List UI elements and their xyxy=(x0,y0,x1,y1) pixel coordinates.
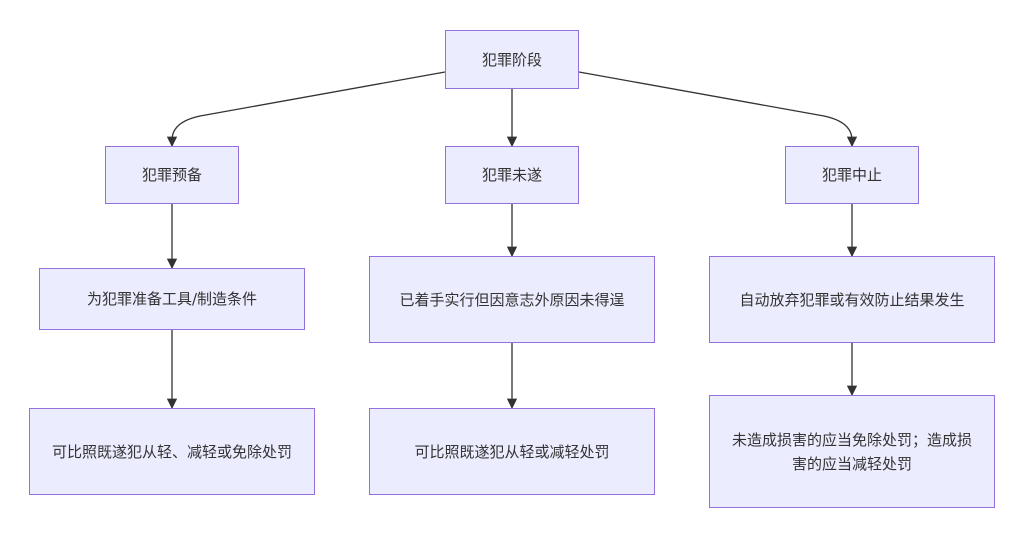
node-crime-attempt: 犯罪未遂 xyxy=(445,146,579,204)
node-preparation-definition: 为犯罪准备工具/制造条件 xyxy=(39,268,305,330)
node-preparation-penalty: 可比照既遂犯从轻、减轻或免除处罚 xyxy=(29,408,315,495)
node-abandonment-penalty: 未造成损害的应当免除处罚；造成损害的应当减轻处罚 xyxy=(709,395,995,508)
node-crime-preparation: 犯罪预备 xyxy=(105,146,239,204)
edge-root-to-abandon xyxy=(578,71,858,148)
edge-root-to-prep xyxy=(166,71,446,148)
node-attempt-definition: 已着手实行但因意志外原因未得逞 xyxy=(369,256,655,343)
node-crime-stages: 犯罪阶段 xyxy=(445,30,579,89)
node-abandonment-definition: 自动放弃犯罪或有效防止结果发生 xyxy=(709,256,995,343)
node-attempt-penalty: 可比照既遂犯从轻或减轻处罚 xyxy=(369,408,655,495)
node-crime-abandonment: 犯罪中止 xyxy=(785,146,919,204)
